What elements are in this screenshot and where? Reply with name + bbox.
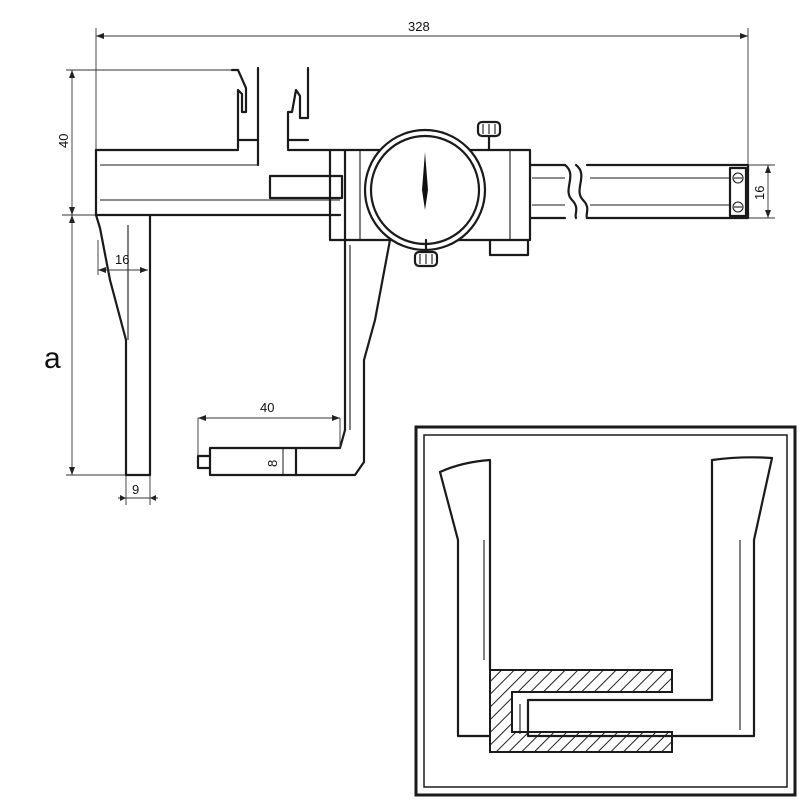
hook-reach-dimension: 40 bbox=[197, 400, 341, 456]
beam-width-dimension: 16 bbox=[748, 164, 775, 219]
jaw-height-label: 40 bbox=[56, 134, 71, 148]
jaw-tip-width-dimension: 16 bbox=[97, 240, 148, 275]
beam-width-label: 16 bbox=[752, 186, 767, 200]
hook-pin-label: 8 bbox=[265, 460, 280, 467]
dial-slider bbox=[328, 120, 532, 268]
upper-jaws bbox=[230, 66, 310, 167]
overall-length-label: 328 bbox=[408, 19, 430, 34]
lower-hook-jaw bbox=[196, 238, 392, 477]
inset-detail bbox=[414, 425, 797, 797]
figure-label-a: a bbox=[44, 342, 61, 375]
main-beam bbox=[94, 148, 750, 220]
jaw-bottom-label: 9 bbox=[132, 482, 139, 497]
lower-fixed-jaw bbox=[94, 213, 152, 477]
hatched-workpiece bbox=[489, 669, 673, 753]
left-height-dimensions: 40 bbox=[56, 69, 232, 476]
jaw-tip-width-label: 16 bbox=[115, 252, 129, 267]
overall-length-dimension: 328 bbox=[95, 19, 749, 168]
hook-reach-label: 40 bbox=[260, 400, 274, 415]
jaw-bottom-dimension: 9 bbox=[118, 476, 158, 505]
hook-pin-dimension: 8 bbox=[265, 450, 284, 474]
